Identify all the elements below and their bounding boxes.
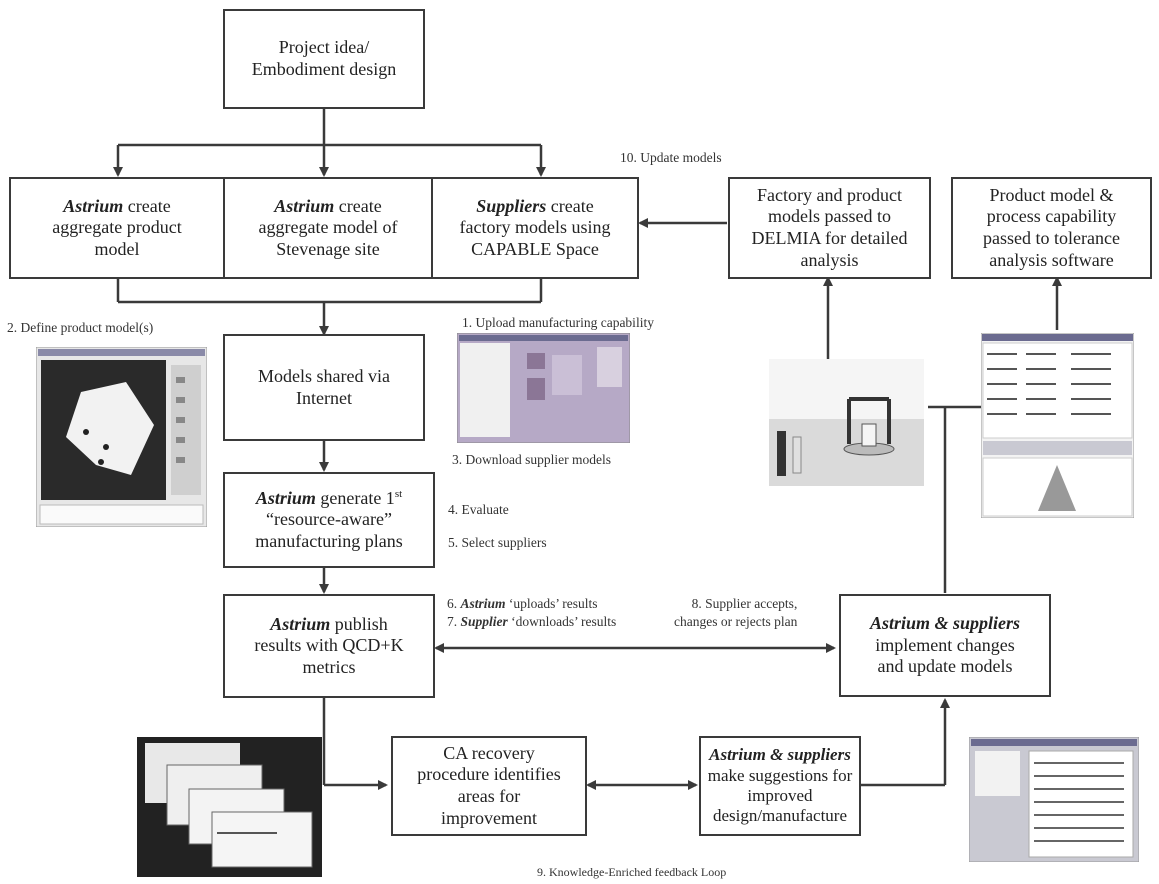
label-supplier-accepts: 8. Supplier accepts, changes or rejects … [674,596,798,629]
label-feedback-loop: 9. Knowledge-Enriched feedback Loop [537,865,727,879]
astrium-site-text: create aggregate model of Stevenage site [258,195,398,259]
make-suggestions-box: Astrium & suppliers make suggestions for… [699,736,861,836]
label-downloads-results: 7. Supplier ‘downloads’ results [447,614,616,630]
astrium-product-text: create aggregate product model [52,195,182,259]
astrium-product-emph: Astrium [63,195,124,216]
astrium-generate-text: generate 1 [315,487,395,508]
product-tolerance-text: Product model & process capability passe… [983,184,1120,270]
factory-delmia-text: Factory and product models passed to DEL… [751,184,908,270]
ca-recovery-screenshots [137,737,322,877]
factory-delmia-box: Factory and product models passed to DEL… [728,177,931,279]
ca-recovery-box: CA recovery procedure identifies areas f… [391,736,587,836]
astrium-site-emph: Astrium [274,195,335,216]
implement-changes-box: Astrium & suppliers implement changes an… [839,594,1051,697]
label-uploads-results: 6. Astrium ‘uploads’ results [447,596,598,612]
label-upload-capability: 1. Upload manufacturing capability [462,315,654,330]
product-tolerance-box: Product model & process capability passe… [951,177,1152,279]
capability-upload-screenshot [457,333,630,443]
label-downloads-emph: Supplier [460,614,508,629]
label-uploads-rest: ‘uploads’ results [505,596,598,611]
product-model-screenshot [36,347,207,527]
astrium-generate-emph: Astrium [255,487,316,508]
delmia-screenshot [769,359,924,486]
ca-recovery-text: CA recovery procedure identifies areas f… [417,742,561,828]
implement-changes-text: implement changes and update models [875,634,1015,677]
astrium-publish-box: Astrium publish results with QCD+K metri… [223,594,435,698]
suggestions-screenshot [969,737,1139,862]
astrium-generate-sup: st [394,487,403,500]
astrium-publish-emph: Astrium [270,613,331,634]
label-update-models: 10. Update models [620,150,722,165]
label-download-supplier: 3. Download supplier models [452,452,611,467]
suppliers-factory-text: create factory models using CAPABLE Spac… [459,195,611,259]
suppliers-factory-box: Suppliers create factory models using CA… [431,177,639,279]
models-shared-box: Models shared via Internet [223,334,425,441]
project-idea-box: Project idea/ Embodiment design [223,9,425,109]
label-uploads-emph: Astrium [460,596,506,611]
astrium-product-box: Astrium create aggregate product model [9,177,225,279]
astrium-generate-text2: “resource-aware” manufacturing plans [255,509,403,551]
label-select-suppliers: 5. Select suppliers [448,535,547,550]
astrium-publish-text: publish results with QCD+K metrics [254,613,404,677]
implement-changes-emph: Astrium & suppliers [869,613,1021,634]
label-downloads-rest: ‘downloads’ results [507,614,617,629]
astrium-generate-box: Astrium generate 1st “resource-aware” ma… [223,472,435,568]
models-shared-text: Models shared via Internet [258,365,390,408]
label-define-product: 2. Define product model(s) [7,320,154,335]
project-idea-text: Project idea/ Embodiment design [251,37,397,79]
label-downloads-num: 7. [447,614,461,629]
make-suggestions-text: make suggestions for improved design/man… [707,765,853,826]
tolerance-screenshot [981,333,1134,518]
label-evaluate: 4. Evaluate [448,502,509,517]
astrium-site-box: Astrium create aggregate model of Steven… [223,177,433,279]
label-uploads-num: 6. [447,596,461,611]
make-suggestions-emph: Astrium & suppliers [709,745,851,765]
suppliers-factory-emph: Suppliers [476,195,547,216]
